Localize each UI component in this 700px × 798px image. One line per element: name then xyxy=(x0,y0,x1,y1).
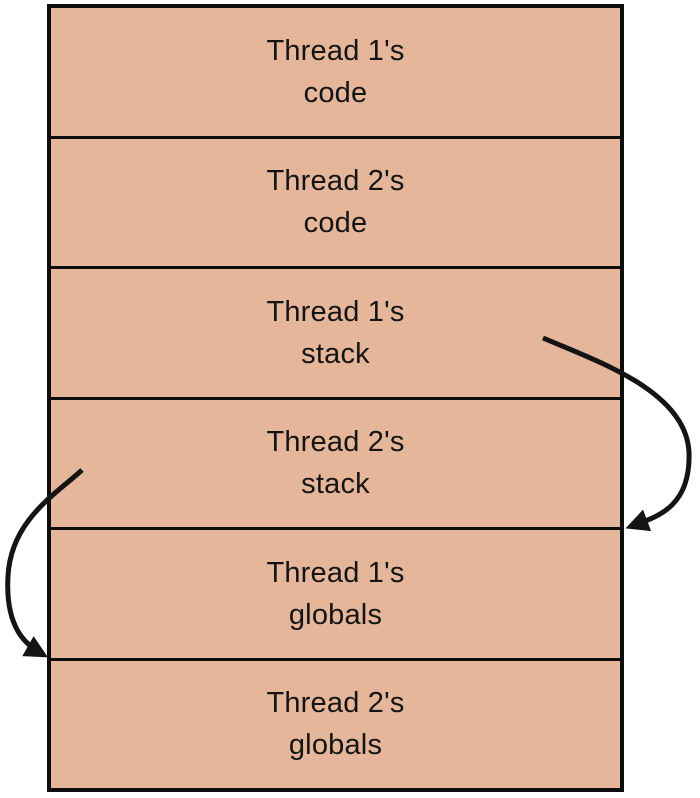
section-label-owner: Thread 1's xyxy=(266,295,405,328)
section-thread1-code: Thread 1's code xyxy=(51,8,620,136)
section-label-item: globals xyxy=(288,729,383,762)
section-label-item: stack xyxy=(301,468,370,501)
section-thread1-stack: Thread 1's stack xyxy=(51,266,620,397)
section-label-owner: Thread 2's xyxy=(266,426,405,459)
section-thread2-stack: Thread 2's stack xyxy=(51,396,620,528)
memory-box: Thread 1's code Thread 2's code Thread 1… xyxy=(47,4,624,792)
section-label-owner: Thread 1's xyxy=(266,34,405,67)
section-label-item: stack xyxy=(301,337,370,370)
section-thread1-globals: Thread 1's globals xyxy=(51,527,620,658)
section-thread2-globals: Thread 2's globals xyxy=(51,657,620,789)
section-label-owner: Thread 2's xyxy=(266,165,405,198)
section-label-item: code xyxy=(303,76,368,109)
section-label-owner: Thread 2's xyxy=(266,687,405,720)
section-label-item: code xyxy=(303,207,368,240)
section-label-item: globals xyxy=(288,598,383,631)
section-label-owner: Thread 1's xyxy=(266,556,405,589)
section-thread2-code: Thread 2's code xyxy=(51,135,620,267)
